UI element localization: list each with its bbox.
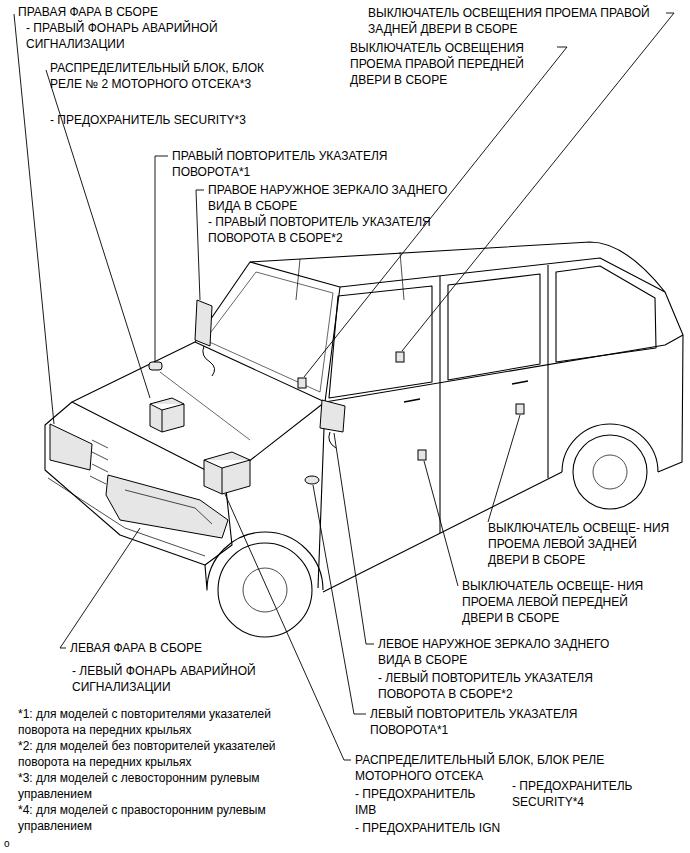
door-switch-right-front bbox=[298, 378, 306, 388]
c-pillar bbox=[547, 265, 548, 478]
components bbox=[50, 300, 524, 538]
quarter-window bbox=[556, 266, 656, 362]
door-switch-right-rear bbox=[396, 352, 404, 362]
part-label: - ЛЕВЫЙ ФОНАРЬ АВАРИЙНОЙ СИГНАЛИЗАЦИИ bbox=[72, 663, 272, 695]
front-wheel bbox=[218, 543, 312, 637]
door-handles bbox=[404, 381, 528, 402]
part-label: ЛЕВАЯ ФАРА В СБОРЕ bbox=[70, 640, 270, 656]
footnote: *1: для моделей с повторителями указател… bbox=[18, 706, 323, 738]
leader-line bbox=[304, 47, 567, 377]
hood-crease bbox=[160, 372, 250, 440]
figure-id: o bbox=[4, 838, 34, 850]
windshield-inner bbox=[205, 272, 333, 392]
rear-wheel-arch bbox=[562, 424, 658, 472]
rear-door-window bbox=[448, 274, 540, 380]
grille bbox=[90, 440, 108, 484]
left-mirror bbox=[320, 400, 345, 432]
relay-block-2 bbox=[150, 398, 184, 432]
hood bbox=[72, 342, 325, 480]
part-label: ПРАВОЕ НАРУЖНОЕ ЗЕРКАЛО ЗАДНЕГО ВИДА В С… bbox=[208, 182, 455, 214]
right-mirror-wire bbox=[203, 346, 215, 376]
windshield bbox=[195, 262, 340, 402]
engine-relay-block bbox=[204, 452, 250, 494]
front-door-edge bbox=[318, 402, 325, 588]
part-label: ПРАВАЯ ФАРА В СБОРЕ bbox=[18, 4, 218, 20]
part-label: РАСПРЕДЕЛИТЕЛЬНЫЙ БЛОК, БЛОК РЕЛЕ № 2 МО… bbox=[50, 60, 280, 92]
footnote: *2: для моделей без повторителей указате… bbox=[18, 738, 323, 770]
leader-line bbox=[60, 528, 140, 648]
beltline bbox=[325, 335, 683, 402]
front-hub bbox=[243, 568, 287, 612]
part-label: - ПРАВЫЙ ПОВТОРИТЕЛЬ УКАЗАТЕЛЯ ПОВОРОТА … bbox=[208, 214, 438, 246]
b-pillar bbox=[439, 276, 440, 533]
part-label: ВЫКЛЮЧАТЕЛЬ ОСВЕЩЕ- НИЯ ПРОЕМА ЛЕВОЙ ПЕР… bbox=[462, 578, 662, 626]
part-label: ВЫКЛЮЧАТЕЛЬ ОСВЕЩЕ- НИЯ ПРОЕМА ЛЕВОЙ ЗАД… bbox=[488, 520, 673, 568]
front-window bbox=[329, 286, 432, 398]
leader-line bbox=[155, 156, 168, 361]
left-side-repeater bbox=[305, 476, 319, 484]
rear-wheel bbox=[573, 435, 647, 509]
part-label: - ПРЕДОХРАНИТЕЛЬ IGN bbox=[355, 820, 555, 836]
part-label: - ЛЕВЫЙ ПОВТОРИТЕЛЬ УКАЗАТЕЛЯ ПОВОРОТА В… bbox=[378, 670, 608, 702]
part-label: ВЫКЛЮЧАТЕЛЬ ОСВЕЩЕНИЯ ПРОЕМА ПРАВОЙ ЗАДН… bbox=[368, 5, 668, 37]
part-label: ЛЕВЫЙ ПОВТОРИТЕЛЬ УКАЗАТЕЛЯ ПОВОРОТА*1 bbox=[370, 706, 590, 738]
right-mirror bbox=[195, 300, 212, 346]
part-label: ВЫКЛЮЧАТЕЛЬ ОСВЕЩЕНИЯ ПРОЕМА ПРАВОЙ ПЕРЕ… bbox=[350, 40, 555, 88]
part-label: - ПРЕДОХРАНИТЕЛЬ SECURITY*4 bbox=[512, 778, 642, 810]
leader-line bbox=[313, 485, 366, 714]
part-label: ПРАВЫЙ ПОВТОРИТЕЛЬ УКАЗАТЕЛЯ ПОВОРОТА*1 bbox=[172, 148, 402, 180]
left-headlight-lens bbox=[125, 490, 212, 524]
footnote: *3: для моделей с левосторонним рулевым … bbox=[18, 770, 323, 802]
part-label: ЛЕВОЕ НАРУЖНОЕ ЗЕРКАЛО ЗАДНЕГО ВИДА В СБ… bbox=[378, 636, 618, 668]
leader-line bbox=[196, 190, 204, 300]
far-pillars bbox=[296, 252, 404, 300]
part-label: - ПРАВЫЙ ФОНАРЬ АВАРИЙНОЙ СИГНАЛИЗАЦИИ bbox=[26, 20, 226, 52]
leader-lines bbox=[14, 13, 674, 760]
leader-line bbox=[334, 433, 374, 644]
door-switch-left-rear bbox=[516, 404, 524, 414]
footnote: *4: для моделей с правосторонним рулевым… bbox=[18, 802, 323, 834]
part-label: - ПРЕДОХРАНИТЕЛЬ SECURITY*3 bbox=[50, 112, 330, 128]
part-label: - ПРЕДОХРАНИТЕЛЬ IMB bbox=[355, 786, 480, 818]
rear-end bbox=[658, 292, 683, 472]
leader-line bbox=[424, 461, 458, 586]
leader-line bbox=[488, 415, 520, 522]
right-headlight bbox=[50, 424, 92, 470]
door-switch-left-front bbox=[418, 450, 426, 460]
rear-hub bbox=[593, 455, 627, 489]
right-side-repeater bbox=[149, 362, 162, 370]
